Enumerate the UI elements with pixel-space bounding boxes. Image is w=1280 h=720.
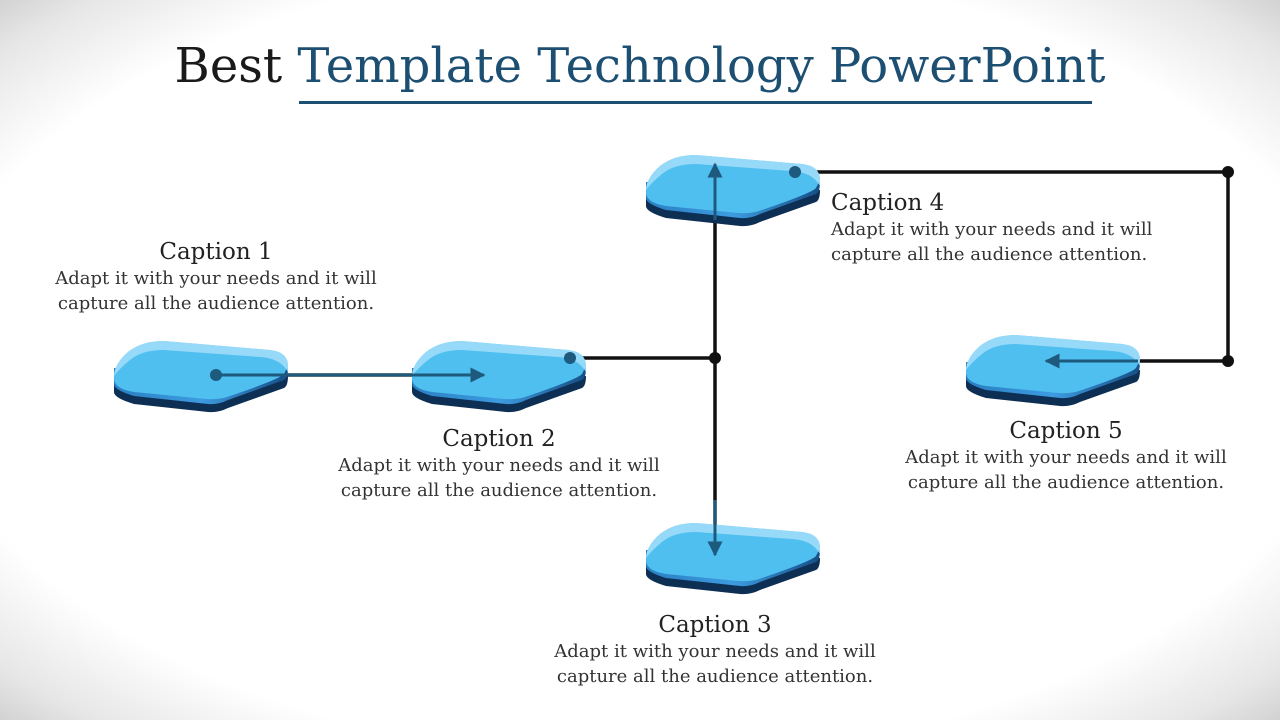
dot-tile-1: [210, 369, 222, 381]
dot-corner-top: [1222, 166, 1234, 178]
tile-4: [646, 155, 820, 227]
caption-heading: Caption 1: [159, 239, 273, 265]
caption-block-3: Caption 3 Adapt it with your needs and i…: [535, 611, 895, 689]
caption-block-1: Caption 1 Adapt it with your needs and i…: [36, 238, 396, 316]
caption-block-5: Caption 5 Adapt it with your needs and i…: [886, 417, 1246, 495]
caption-text-line-2: capture all the audience attention.: [907, 472, 1225, 493]
caption-heading: Caption 4: [831, 190, 945, 216]
tile-3: [646, 523, 820, 595]
tile-1: [114, 341, 288, 413]
caption-block-2: Caption 2 Adapt it with your needs and i…: [319, 425, 679, 503]
dot-corner-bottom: [1222, 355, 1234, 367]
caption-text-line-1: Adapt it with your needs and it will: [905, 447, 1227, 468]
caption-heading: Caption 5: [1009, 418, 1123, 444]
title-part-2: Template Technology PowerPoint: [297, 38, 1106, 94]
slide-title: Best Template Technology PowerPoint: [0, 36, 1280, 96]
connector-4-5: [795, 170, 1230, 363]
caption-text-line-2: capture all the audience attention.: [57, 293, 375, 314]
dot-tile-4: [789, 166, 801, 178]
caption-text-line-1: Adapt it with your needs and it will: [55, 268, 377, 289]
tile-2: [412, 341, 586, 413]
caption-text-line-2: capture all the audience attention.: [340, 480, 658, 501]
caption-text-line-2: capture all the audience attention.: [556, 666, 874, 687]
title-underline: [299, 101, 1092, 104]
title-part-1: Best: [174, 38, 283, 94]
dot-tile-2: [564, 352, 576, 364]
caption-text-line-1: Adapt it with your needs and it will: [831, 219, 1153, 240]
caption-heading: Caption 2: [442, 426, 556, 452]
caption-block-4: Caption 4 Adapt it with your needs and i…: [831, 189, 1191, 267]
caption-text-line-1: Adapt it with your needs and it will: [338, 455, 660, 476]
dot-junction: [709, 352, 721, 364]
caption-text-line-2: capture all the audience attention.: [831, 244, 1148, 265]
caption-text-line-1: Adapt it with your needs and it will: [554, 641, 876, 662]
caption-heading: Caption 3: [658, 612, 772, 638]
tile-5: [966, 335, 1140, 407]
